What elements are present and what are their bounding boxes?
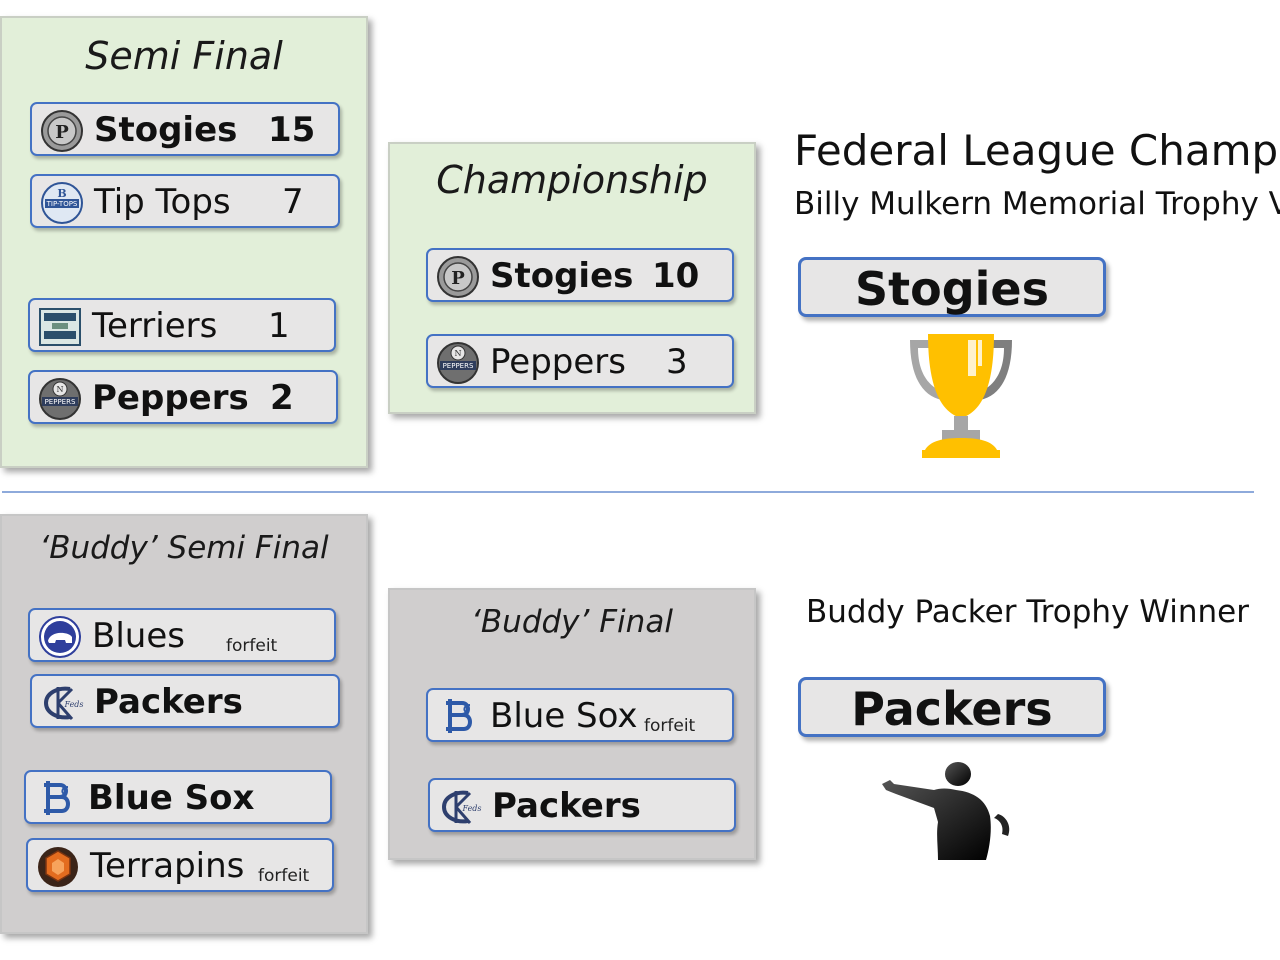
team-name: Stogies [490, 256, 634, 296]
team-entry-packers[interactable]: Feds Packers [428, 778, 736, 832]
team-name: Blues [92, 616, 185, 656]
team-entry-peppers[interactable]: N PEPPERS Peppers 3 [426, 334, 734, 388]
tip-tops-logo-icon: B TIP-TOPS [41, 182, 83, 224]
team-score: 15 [268, 110, 316, 150]
trophy-icon [910, 334, 1012, 458]
championship-panel: Championship P Stogies 10 N PEPPERS Pepp… [388, 142, 756, 414]
team-entry-packers[interactable]: Feds Packers [30, 674, 340, 728]
team-entry-blue-sox[interactable]: Blue Sox forfeit [426, 688, 734, 742]
champion-winner-box: Stogies [798, 257, 1106, 317]
buddy-final-panel: ‘Buddy’ Final Blue Sox forfeit Feds Pack… [388, 588, 756, 860]
championship-title: Championship [436, 158, 708, 202]
terriers-logo-icon [39, 308, 81, 346]
champion-title: Federal League Champic [794, 126, 1280, 175]
blue-sox-logo-icon [446, 699, 472, 733]
team-name: Packers [94, 682, 243, 722]
team-entry-stogies[interactable]: P Stogies 15 [30, 102, 340, 156]
semi-final-title: Semi Final [85, 34, 283, 78]
team-name: Tip Tops [94, 182, 231, 222]
team-score: 10 [652, 256, 700, 296]
team-name: Blue Sox [88, 778, 255, 818]
svg-text:PEPPERS: PEPPERS [45, 398, 76, 406]
team-entry-tip-tops[interactable]: B TIP-TOPS Tip Tops 7 [30, 174, 340, 228]
team-score: 3 [666, 342, 688, 382]
blues-logo-icon [39, 616, 81, 658]
team-name: Packers [492, 786, 641, 826]
team-name: Stogies [94, 110, 238, 150]
stogies-logo-icon: P [437, 256, 479, 298]
team-name: Terrapins [90, 846, 245, 886]
team-name: Peppers [490, 342, 626, 382]
forfeit-label: forfeit [644, 716, 696, 736]
team-name: Terriers [92, 306, 218, 346]
team-entry-terriers[interactable]: Terriers 1 [28, 298, 336, 352]
svg-text:N: N [57, 385, 64, 394]
team-score: 2 [270, 378, 294, 418]
svg-text:P: P [55, 122, 69, 143]
svg-text:PEPPERS: PEPPERS [443, 362, 474, 370]
buddy-winner-box: Packers [798, 677, 1106, 737]
team-entry-blue-sox[interactable]: Blue Sox [24, 770, 332, 824]
section-divider [2, 491, 1254, 493]
peppers-logo-icon: N PEPPERS [437, 342, 479, 384]
terrapins-logo-icon [38, 847, 78, 887]
blue-sox-logo-icon [44, 781, 70, 815]
team-entry-stogies[interactable]: P Stogies 10 [426, 248, 734, 302]
buddy-final-title: ‘Buddy’ Final [471, 604, 673, 640]
buddy-semi-final-title: ‘Buddy’ Semi Final [39, 530, 329, 566]
svg-text:TIP-TOPS: TIP-TOPS [46, 200, 78, 208]
packers-logo-icon: Feds [441, 790, 482, 824]
team-score: 1 [268, 306, 290, 346]
semi-final-panel: Semi Final P Stogies 15 B TIP-TOPS Tip T… [0, 16, 368, 468]
peppers-logo-icon: N PEPPERS [39, 378, 81, 420]
svg-text:Feds: Feds [461, 804, 481, 813]
team-entry-terrapins[interactable]: Terrapins forfeit [26, 838, 334, 892]
team-score: 7 [282, 182, 304, 222]
team-name: Blue Sox [490, 696, 638, 736]
packers-logo-icon: Feds [43, 686, 84, 720]
umpire-silhouette-icon [882, 762, 1010, 860]
buddy-trophy-title: Buddy Packer Trophy Winner [806, 594, 1249, 630]
forfeit-label: forfeit [258, 866, 310, 886]
buddy-semi-final-panel: ‘Buddy’ Semi Final Blues forfeit Feds Pa… [0, 514, 368, 934]
svg-text:N: N [455, 349, 462, 358]
stogies-logo-icon: P [41, 110, 83, 152]
team-entry-blues[interactable]: Blues forfeit [28, 608, 336, 662]
svg-text:B: B [57, 187, 66, 200]
team-entry-peppers[interactable]: N PEPPERS Peppers 2 [28, 370, 338, 424]
svg-text:Feds: Feds [63, 700, 83, 709]
svg-text:P: P [451, 268, 465, 289]
champion-subtitle: Billy Mulkern Memorial Trophy V [794, 186, 1280, 222]
team-name: Peppers [92, 378, 249, 418]
forfeit-label: forfeit [226, 636, 278, 656]
